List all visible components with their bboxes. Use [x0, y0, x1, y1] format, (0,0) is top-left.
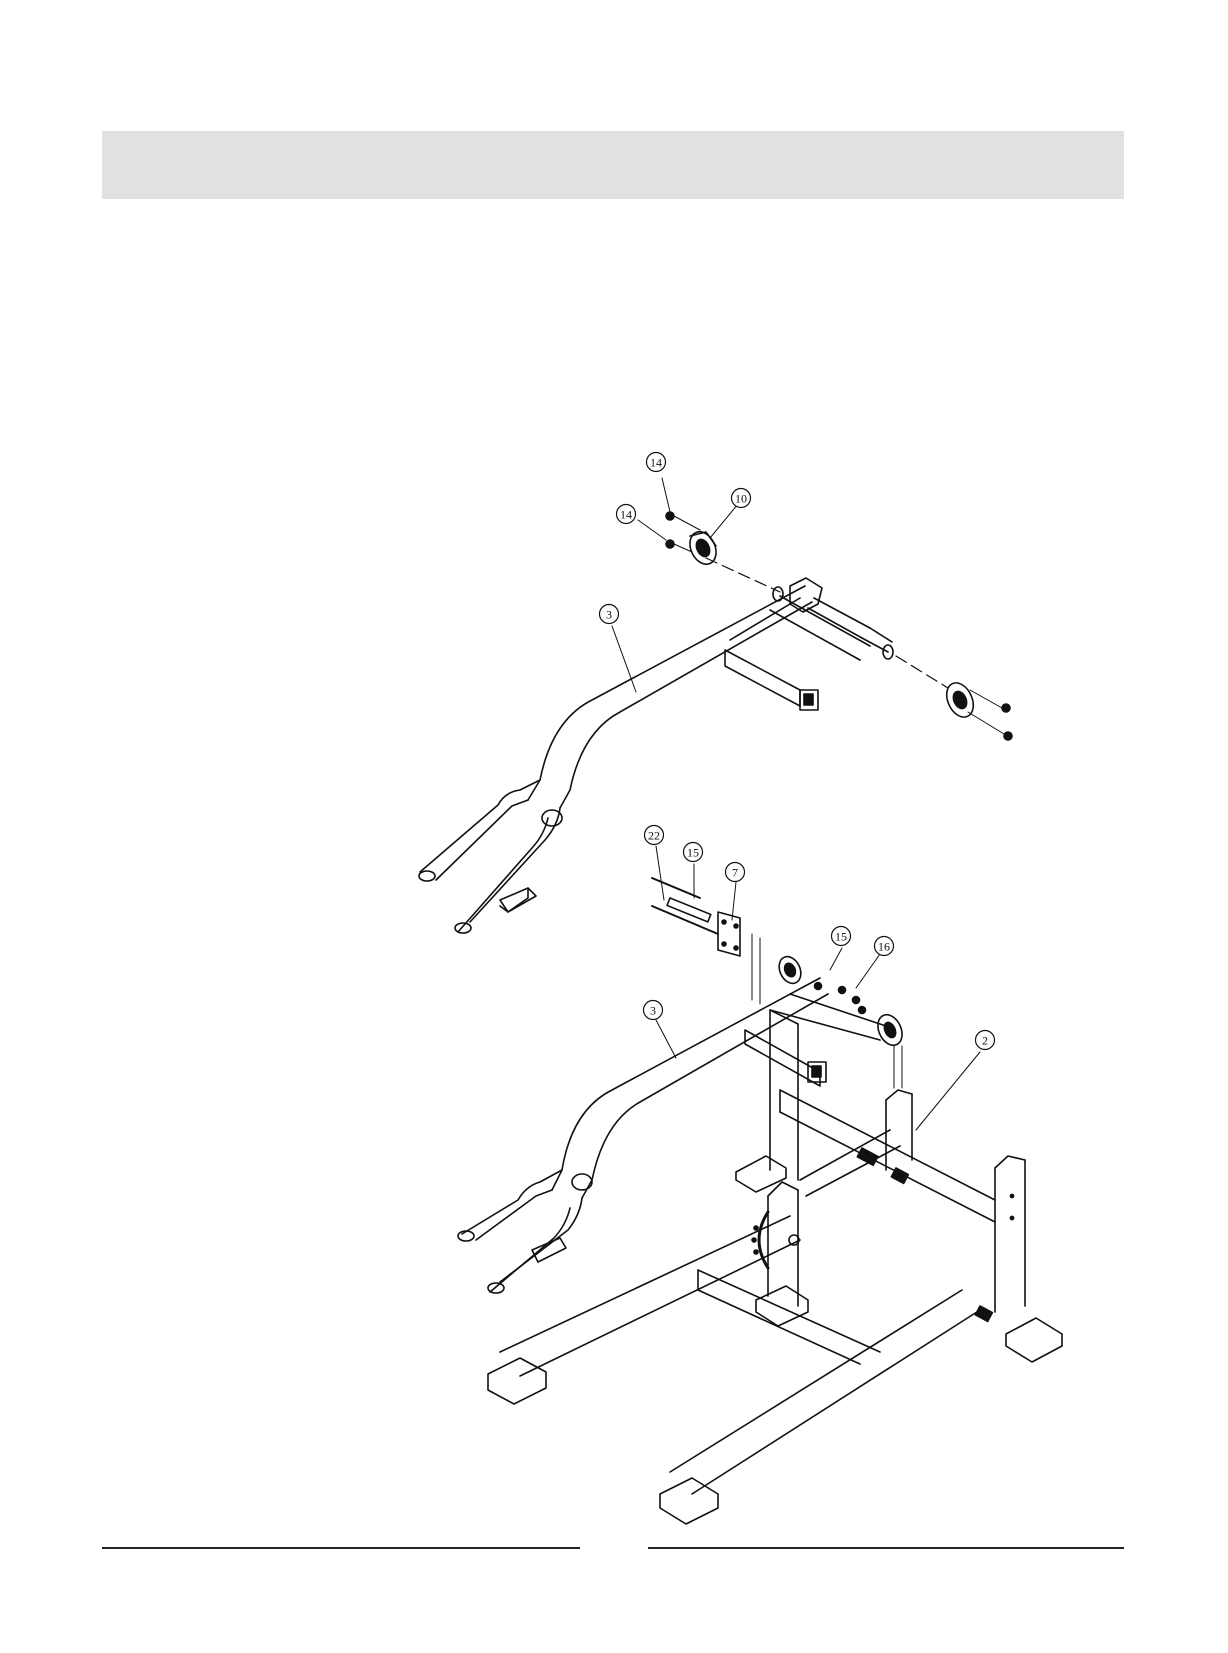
- main-frame: [488, 1010, 1062, 1524]
- svg-text:7: 7: [732, 866, 738, 880]
- callout-lower-3: 3: [644, 1001, 663, 1020]
- footer-rule-right: [648, 1547, 1124, 1549]
- svg-text:15: 15: [687, 846, 699, 860]
- svg-text:15: 15: [835, 930, 847, 944]
- callout-lower-16: 16: [875, 937, 894, 956]
- callout-lower-15a: 15: [684, 843, 703, 862]
- footer-rule-left: [102, 1547, 580, 1549]
- svg-text:22: 22: [648, 829, 660, 843]
- callout-upper-10: 10: [732, 489, 751, 508]
- svg-text:10: 10: [735, 492, 747, 506]
- callout-lower-2: 2: [976, 1031, 995, 1050]
- callout-upper-14a: 14: [647, 453, 666, 472]
- callout-lower-7: 7: [726, 863, 745, 882]
- callout-upper-3: 3: [600, 605, 619, 624]
- svg-text:14: 14: [620, 508, 632, 522]
- svg-text:2: 2: [982, 1034, 988, 1048]
- lower-bolt-plate: [652, 878, 740, 956]
- callout-lower-15b: 15: [832, 927, 851, 946]
- callout-upper-14b: 14: [617, 505, 636, 524]
- svg-text:3: 3: [606, 608, 612, 622]
- svg-text:3: 3: [650, 1004, 656, 1018]
- svg-text:14: 14: [650, 456, 662, 470]
- callout-lower-22: 22: [645, 826, 664, 845]
- lower-lever-arm: [458, 953, 907, 1293]
- svg-text:16: 16: [878, 940, 890, 954]
